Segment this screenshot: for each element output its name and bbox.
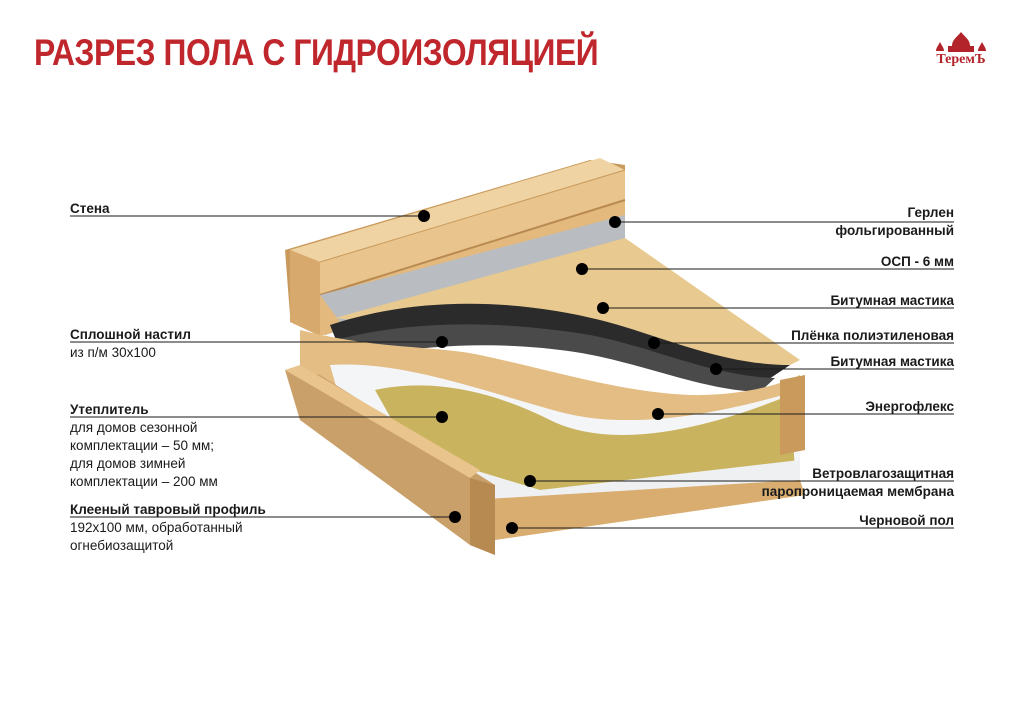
label-insulation: Утеплитель для домов сезонной комплектац… <box>70 402 218 489</box>
label-gerlen: Герлен фольгированный <box>835 205 954 238</box>
label-wall: Стена <box>70 201 110 216</box>
left-leaders <box>70 210 461 523</box>
t-profile-beam <box>285 365 495 555</box>
label-bitumen-1: Битумная мастика <box>830 293 954 308</box>
foil-layer <box>320 215 625 322</box>
osb-layer <box>335 238 800 380</box>
right-leaders <box>506 216 954 534</box>
right-beam <box>780 375 805 455</box>
logo-text: ТеремЪ <box>936 52 986 67</box>
label-deck: Сплошной настил из п/м 30x100 <box>70 327 191 360</box>
insulation-layer <box>375 385 795 498</box>
teremъ-logo-icon <box>936 32 986 52</box>
label-energoflex: Энергофлекс <box>865 399 954 414</box>
rough-floor <box>470 480 805 540</box>
label-membrane: Ветровлагозащитная паропроницаемая мембр… <box>761 466 954 499</box>
label-pe-film: Плёнка полиэтиленовая <box>791 328 954 343</box>
label-t-profile: Клееный тавровый профиль 192x100 мм, обр… <box>70 502 266 553</box>
page-title: РАЗРЕЗ ПОЛА С ГИДРОИЗОЛЯЦИЕЙ <box>34 32 599 73</box>
label-bitumen-2: Битумная мастика <box>830 354 954 369</box>
label-rough-floor: Черновой пол <box>859 513 954 528</box>
label-osb: ОСП - 6 мм <box>880 254 954 269</box>
